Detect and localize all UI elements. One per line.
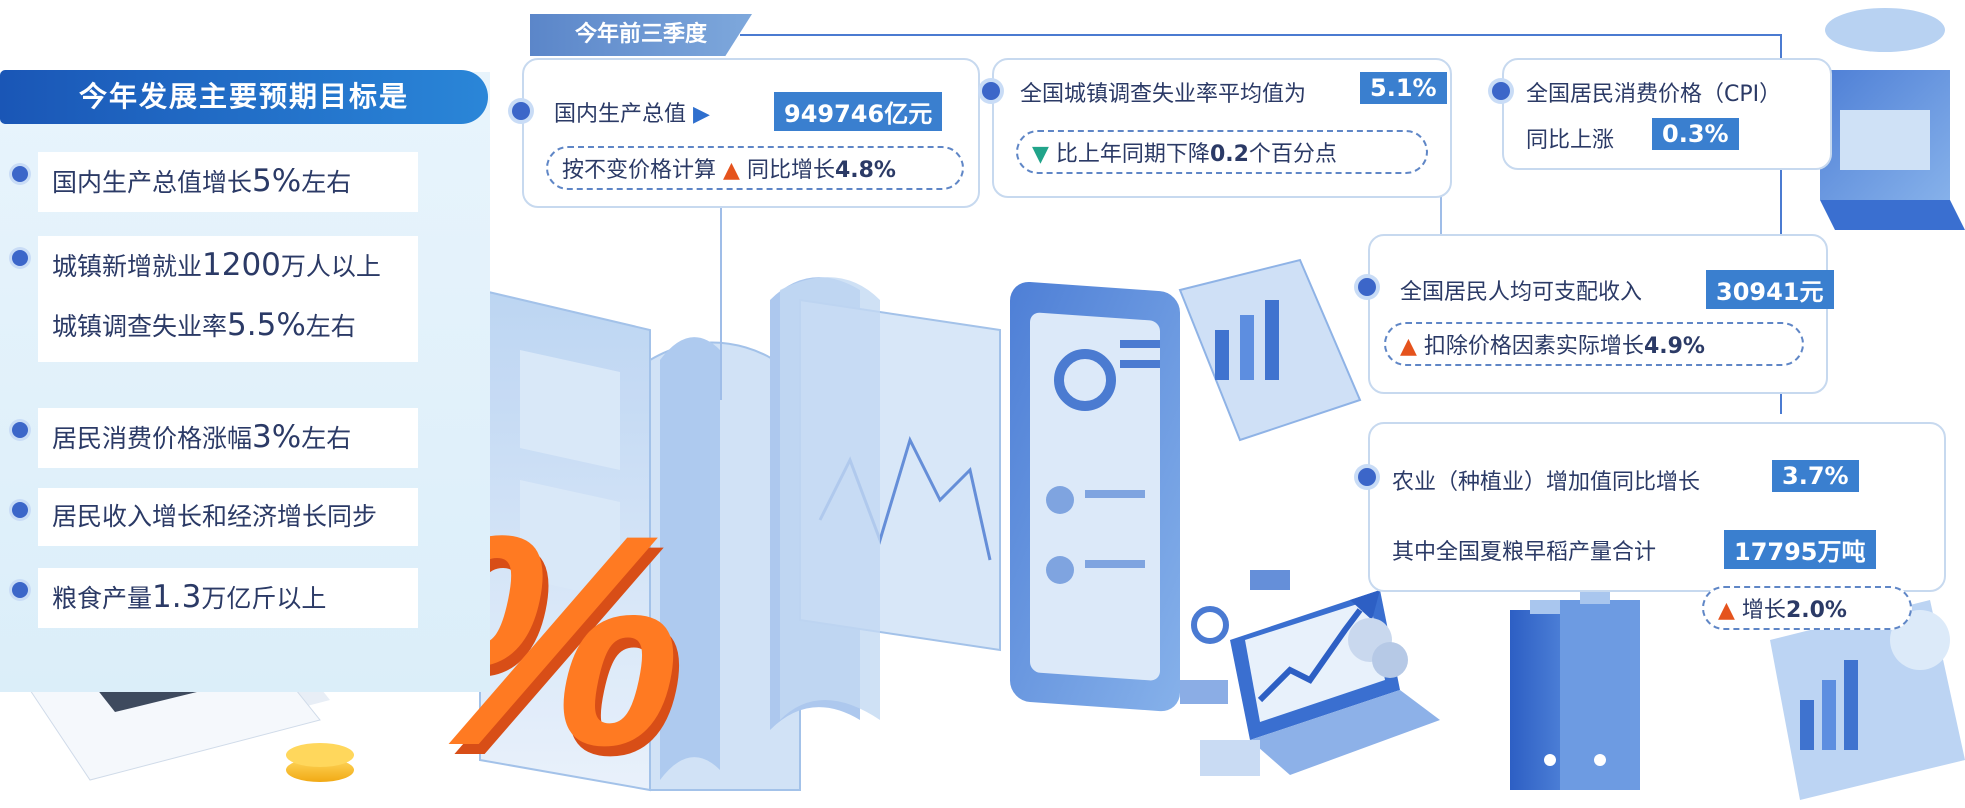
bullet-icon bbox=[1358, 278, 1376, 296]
unemployment-change-pill: ▼ 比上年同期下降0.2个百分点 bbox=[1016, 130, 1428, 174]
bullet-icon bbox=[982, 82, 1000, 100]
arrow-right-icon: ▶ bbox=[693, 102, 710, 127]
unemployment-card: 全国城镇调查失业率平均值为 5.1% ▼ 比上年同期下降0.2个百分点 bbox=[982, 58, 1452, 198]
agriculture-card: 农业（种植业）增加值同比增长 3.7% 其中全国夏粮早稻产量合计 17795万吨 bbox=[1358, 422, 1946, 592]
phone-illustration bbox=[1010, 281, 1180, 712]
period-tag: 今年前三季度 bbox=[530, 14, 752, 56]
gdp-value: 949746亿元 bbox=[774, 92, 943, 131]
goal-income: 居民收入增长和经济增长同步 bbox=[12, 488, 418, 546]
bullet-icon bbox=[12, 250, 28, 266]
arrow-up-icon: ▲ bbox=[723, 158, 740, 183]
grain-growth-pill: ▲ 增长2.0% bbox=[1702, 586, 1912, 630]
frame-gdp-drop bbox=[720, 200, 722, 400]
income-growth-pill: ▲ 扣除价格因素实际增长4.9% bbox=[1384, 322, 1804, 366]
bullet-icon bbox=[12, 166, 28, 182]
goal-grain: 粮食产量1.3万亿斤以上 bbox=[12, 568, 418, 628]
server-illustration bbox=[1820, 8, 1965, 230]
bullet-icon bbox=[1492, 82, 1510, 100]
bullet-icon bbox=[12, 422, 28, 438]
cpi-value: 0.3% bbox=[1652, 118, 1739, 150]
chart-card-illustration bbox=[1178, 258, 1362, 442]
unemployment-value: 5.1% bbox=[1360, 72, 1447, 104]
bullet-icon bbox=[512, 102, 530, 120]
goal-cpi: 居民消费价格涨幅3%左右 bbox=[12, 408, 418, 468]
frame-right-line bbox=[1780, 34, 1782, 414]
dashboard-panels-illustration bbox=[479, 277, 1001, 792]
cpi-card: 全国居民消费价格（CPI） 同比上涨 0.3% bbox=[1492, 58, 1832, 170]
summer-grain-value: 17795万吨 bbox=[1724, 530, 1876, 569]
arrow-down-icon: ▼ bbox=[1032, 142, 1049, 167]
bullet-icon bbox=[1358, 468, 1376, 486]
agri-growth-value: 3.7% bbox=[1772, 460, 1859, 492]
arrow-up-icon: ▲ bbox=[1400, 334, 1417, 359]
arrow-up-icon: ▲ bbox=[1718, 598, 1735, 623]
stat-card-illustration bbox=[1770, 600, 1965, 800]
gdp-growth-pill: 按不变价格计算 ▲ 同比增长4.8% bbox=[546, 146, 964, 190]
income-card: 全国居民人均可支配收入 30941元 ▲ 扣除价格因素实际增长4.9% bbox=[1358, 234, 1834, 394]
goal-employment: 城镇新增就业1200万人以上 城镇调查失业率5.5%左右 bbox=[12, 236, 418, 362]
bullet-icon bbox=[12, 582, 28, 598]
laptop-illustration bbox=[1180, 570, 1440, 776]
frame-top-line bbox=[740, 34, 1780, 36]
income-value: 30941元 bbox=[1706, 270, 1834, 309]
bullet-icon bbox=[12, 502, 28, 518]
gdp-card: 国内生产总值 ▶ 949746亿元 按不变价格计算 ▲ 同比增长4.8% bbox=[512, 58, 980, 208]
goal-gdp: 国内生产总值增长5%左右 bbox=[12, 152, 418, 212]
goals-title: 今年发展主要预期目标是 bbox=[0, 70, 488, 124]
binders-illustration bbox=[1510, 590, 1640, 790]
